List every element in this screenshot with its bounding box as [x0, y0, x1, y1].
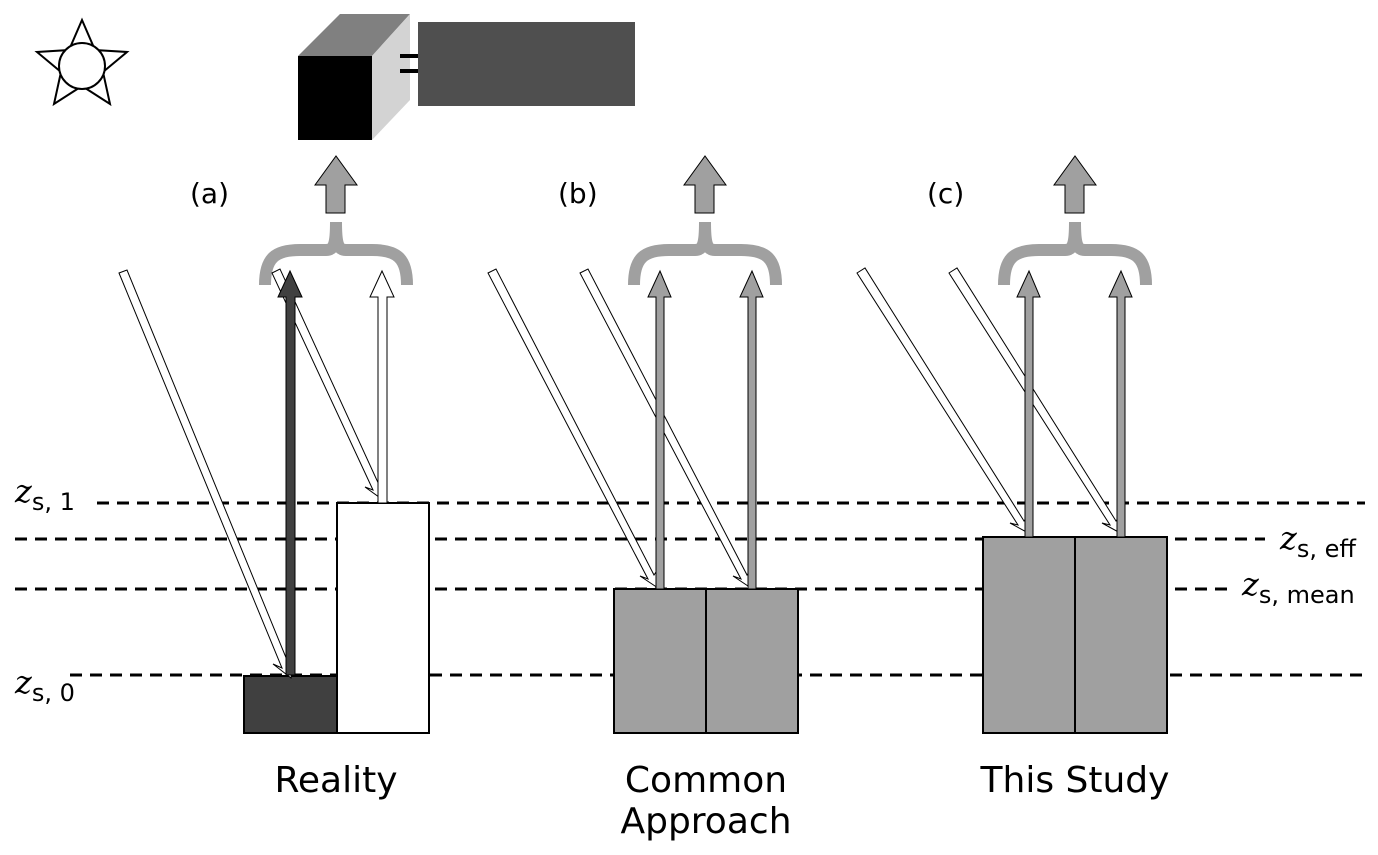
panel-c-incoming-arrow-1: [856, 267, 1031, 535]
panel-b-output-arrow: [683, 155, 727, 214]
panel-c-tag: (c): [927, 177, 964, 210]
panel-b-incoming-arrow-1: [487, 268, 661, 589]
panel-b: (b) Common Approach: [487, 155, 799, 842]
panel-b-brace: [628, 221, 782, 286]
panel-b-caption-line2: Approach: [620, 801, 791, 842]
panel-a-incoming-arrow-1: [118, 269, 295, 679]
label-zsmean: zs, mean: [1241, 565, 1355, 609]
panel-a-brace: [259, 221, 413, 286]
panel-a-output-arrow: [314, 155, 358, 214]
panel-c-reflected-right: [1108, 269, 1133, 538]
panel-c-output-arrow: [1053, 155, 1097, 214]
panel-a: (a) Reality: [118, 155, 430, 801]
panel-b-block-left: [613, 588, 707, 734]
panel-a-tall-block: [336, 502, 430, 734]
panel-b-tag: (b): [558, 177, 598, 210]
panel-b-block-right: [705, 588, 799, 734]
panel-c-block-right: [1074, 536, 1168, 734]
panel-c-block-left: [982, 536, 1076, 734]
panel-a-low-block: [243, 675, 338, 734]
panel-a-reflected-dark: [277, 269, 303, 676]
panel-c-incoming-arrow-2: [948, 267, 1123, 535]
panel-b-reflected-right: [739, 269, 764, 590]
panel-a-tag: (a): [190, 177, 229, 210]
panel-a-reflected-white: [369, 269, 395, 504]
label-zs1: zs, 1: [14, 472, 75, 516]
label-zs0: zs, 0: [14, 663, 75, 707]
panel-b-reflected-left: [647, 269, 672, 590]
panel-a-caption: Reality: [274, 760, 397, 801]
panel-c-caption: This Study: [980, 760, 1170, 801]
camera-icon: [298, 14, 635, 140]
panel-b-caption-line1: Common: [625, 760, 787, 801]
panel-c-reflected-left: [1016, 269, 1041, 538]
panel-c: (c) This Study: [856, 155, 1170, 801]
label-zseff: zs, eff: [1279, 519, 1356, 563]
sun-icon: [34, 17, 130, 107]
panel-c-brace: [998, 221, 1152, 286]
